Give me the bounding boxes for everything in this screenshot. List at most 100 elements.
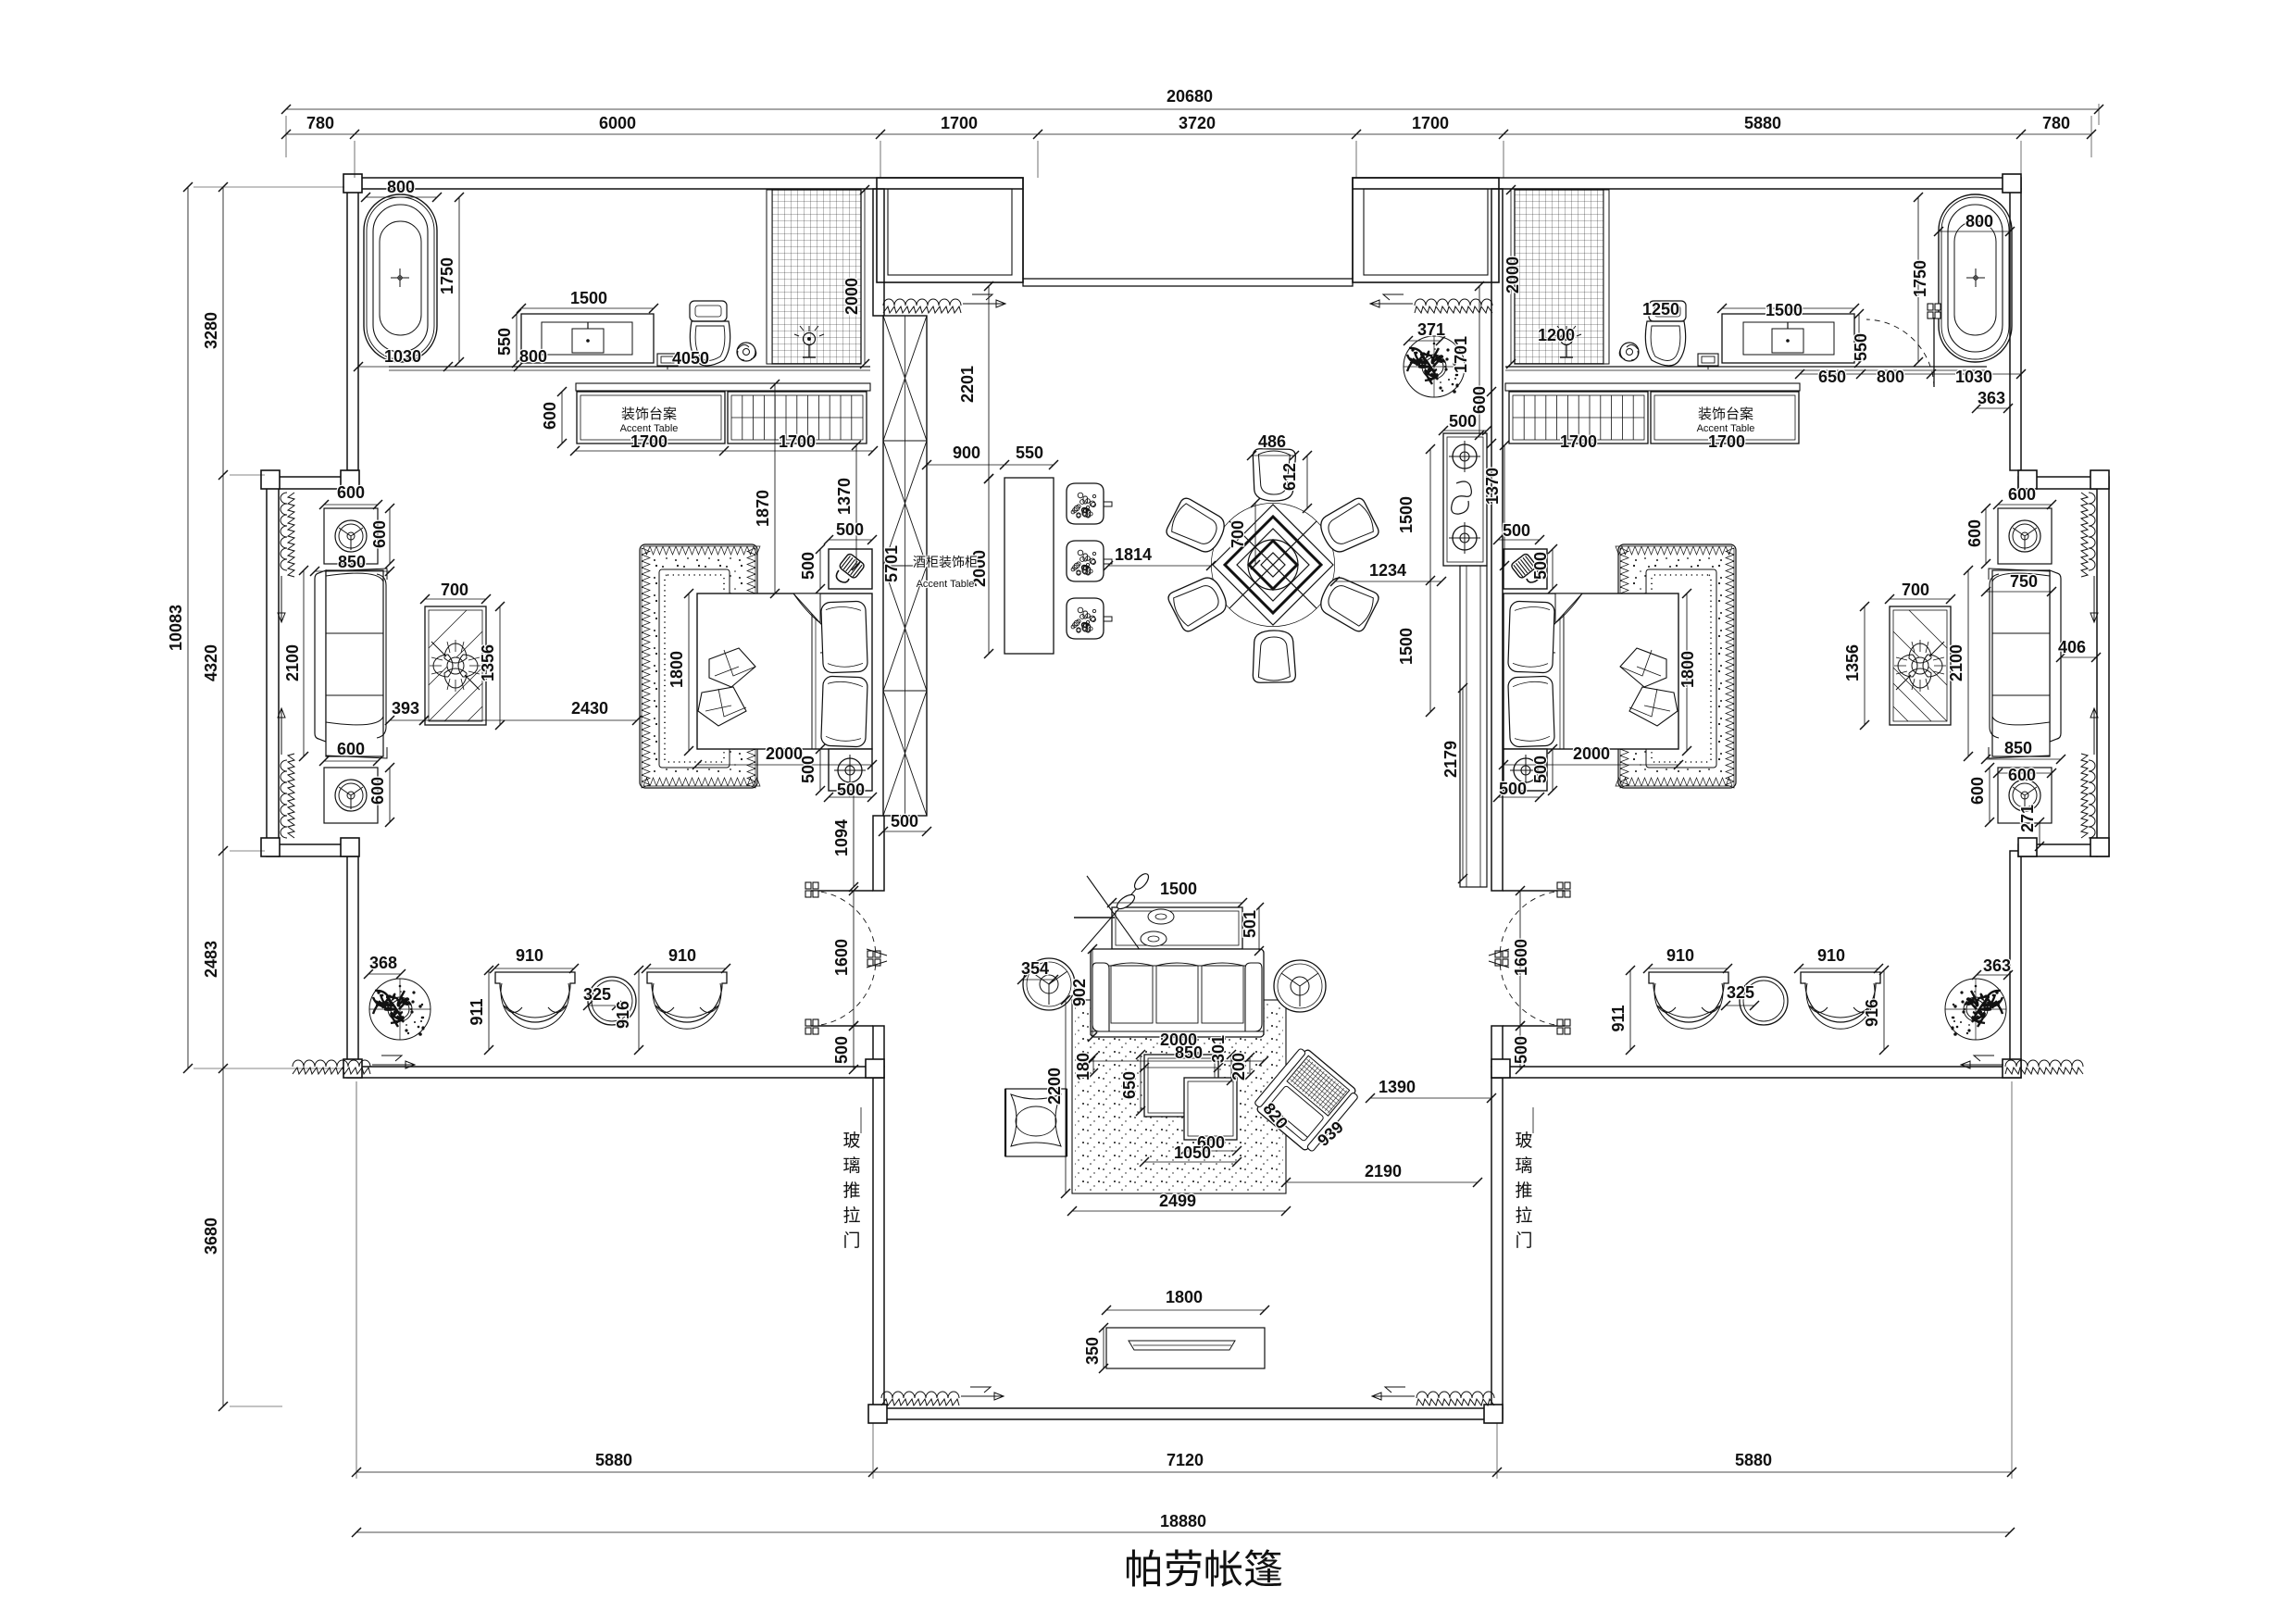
dim-label: 486 [1258,432,1286,451]
bar-stool [1066,540,1113,582]
dim-label: 500 [1499,780,1527,798]
dim-label: 1600 [1512,939,1530,976]
dim-label: 910 [1666,946,1694,965]
dim-label: 3720 [1179,114,1216,132]
bar-stool [1066,482,1113,525]
dim-label: 500 [832,1036,851,1064]
dim-label: 1700 [1560,432,1597,451]
dim-label: 600 [337,740,365,758]
dim-label: 500 [1512,1036,1530,1064]
dim-label: 1600 [832,939,851,976]
dim-label: 780 [306,114,334,132]
dim-label: 2100 [1947,644,1965,681]
dim-label: 700 [1229,520,1247,548]
dim-label: 700 [1902,581,1929,599]
dim-label: 325 [583,985,611,1004]
dim-label: 371 [1417,320,1445,339]
dim-label: 600 [2008,766,2036,784]
dim-label: 500 [1531,756,1550,783]
dim-label: 500 [836,520,864,539]
dim-label: 5701 [882,545,901,582]
door-label: 拉 [1515,1206,1532,1226]
dim-label: 500 [1531,552,1550,580]
dim-label: 500 [799,552,817,580]
dim-label: 2000 [1504,256,1522,294]
dim-label: 7120 [1167,1451,1204,1469]
dim-label: 910 [668,946,696,965]
bar-counter [1004,477,1054,655]
dim-label: 1750 [1911,260,1929,297]
dim-label: 1370 [1483,468,1502,505]
room-label-en: Accent Table [1697,423,1755,434]
bar-stool [1066,597,1113,640]
dim-label: 650 [1818,368,1846,386]
dim-label: 600 [368,777,387,805]
dim-label: 1356 [1843,644,1862,681]
dim-label: 2000 [1573,744,1610,763]
dim-label: 902 [1070,979,1089,1006]
dim-label: 600 [1965,519,1984,547]
dim-label: 1700 [630,432,668,451]
dim-label: 600 [1197,1133,1225,1152]
dim-label: 550 [1852,333,1870,361]
drawing-title: 帕劳帐篷 [1124,1548,1283,1593]
dim-label: 6000 [599,114,636,132]
dim-label: 600 [337,483,365,502]
dim-label: 612 [1280,463,1299,491]
dim-label: 800 [1965,212,1993,231]
dim-label: 1234 [1369,561,1406,580]
wine-cabinet-strip [882,315,928,817]
dim-label: 1750 [438,257,456,294]
left-bathroom [364,190,870,443]
dim-label: 1700 [1708,432,1745,451]
dining-table [1211,503,1335,627]
room-label-en: Accent Table [917,579,975,590]
dim-label: 4050 [672,349,709,368]
plan-geometry [182,104,2110,1538]
dim-label: 2201 [958,366,977,403]
dim-label: 500 [799,756,817,783]
dim-label: 2190 [1365,1162,1402,1181]
room-label-en: Accent Table [620,423,679,434]
dim-label: 1200 [1538,326,1575,344]
dim-label: 500 [837,781,865,799]
dim-label: 1030 [384,347,421,366]
dim-label: 1500 [1397,628,1416,665]
dim-label: 5880 [595,1451,632,1469]
dim-label: 5880 [1744,114,1781,132]
dim-label: 500 [1449,412,1477,431]
dining-chair [1251,629,1297,684]
dim-label: 1700 [1412,114,1449,132]
dim-label: 800 [387,178,415,196]
door-label: 玻 [842,1131,860,1151]
dim-label: 800 [1877,368,1904,386]
dim-label: 1500 [1766,301,1803,319]
dim-label: 700 [441,581,468,599]
dim-label: 2179 [1441,741,1460,778]
dim-label: 1800 [1678,651,1697,688]
dim-label: 363 [1983,956,2011,975]
dim-label: 1870 [754,490,772,527]
dim-label: 800 [519,347,547,366]
door-label: 拉 [842,1206,860,1226]
dim-label: 368 [369,954,397,972]
dim-label: 2200 [1045,1068,1064,1105]
door-label: 推 [1515,1181,1532,1201]
dim-label: 1500 [570,289,607,307]
dim-label: 3680 [202,1218,220,1255]
dim-label: 850 [2004,739,2032,757]
dim-label: 600 [2008,485,2036,504]
right-bay-lounge [1890,493,2098,838]
dim-label: 650 [1120,1071,1139,1099]
room-label: 装饰台案 [621,406,677,422]
dim-label: 916 [1863,999,1881,1027]
dim-label: 500 [891,812,918,831]
dim-label: 600 [541,402,559,430]
door-label: 门 [842,1230,860,1251]
dim-label: 2430 [571,699,608,718]
dim-label: 500 [1503,521,1530,540]
dim-label: 1030 [1955,368,1992,386]
dim-label: 550 [495,328,514,356]
